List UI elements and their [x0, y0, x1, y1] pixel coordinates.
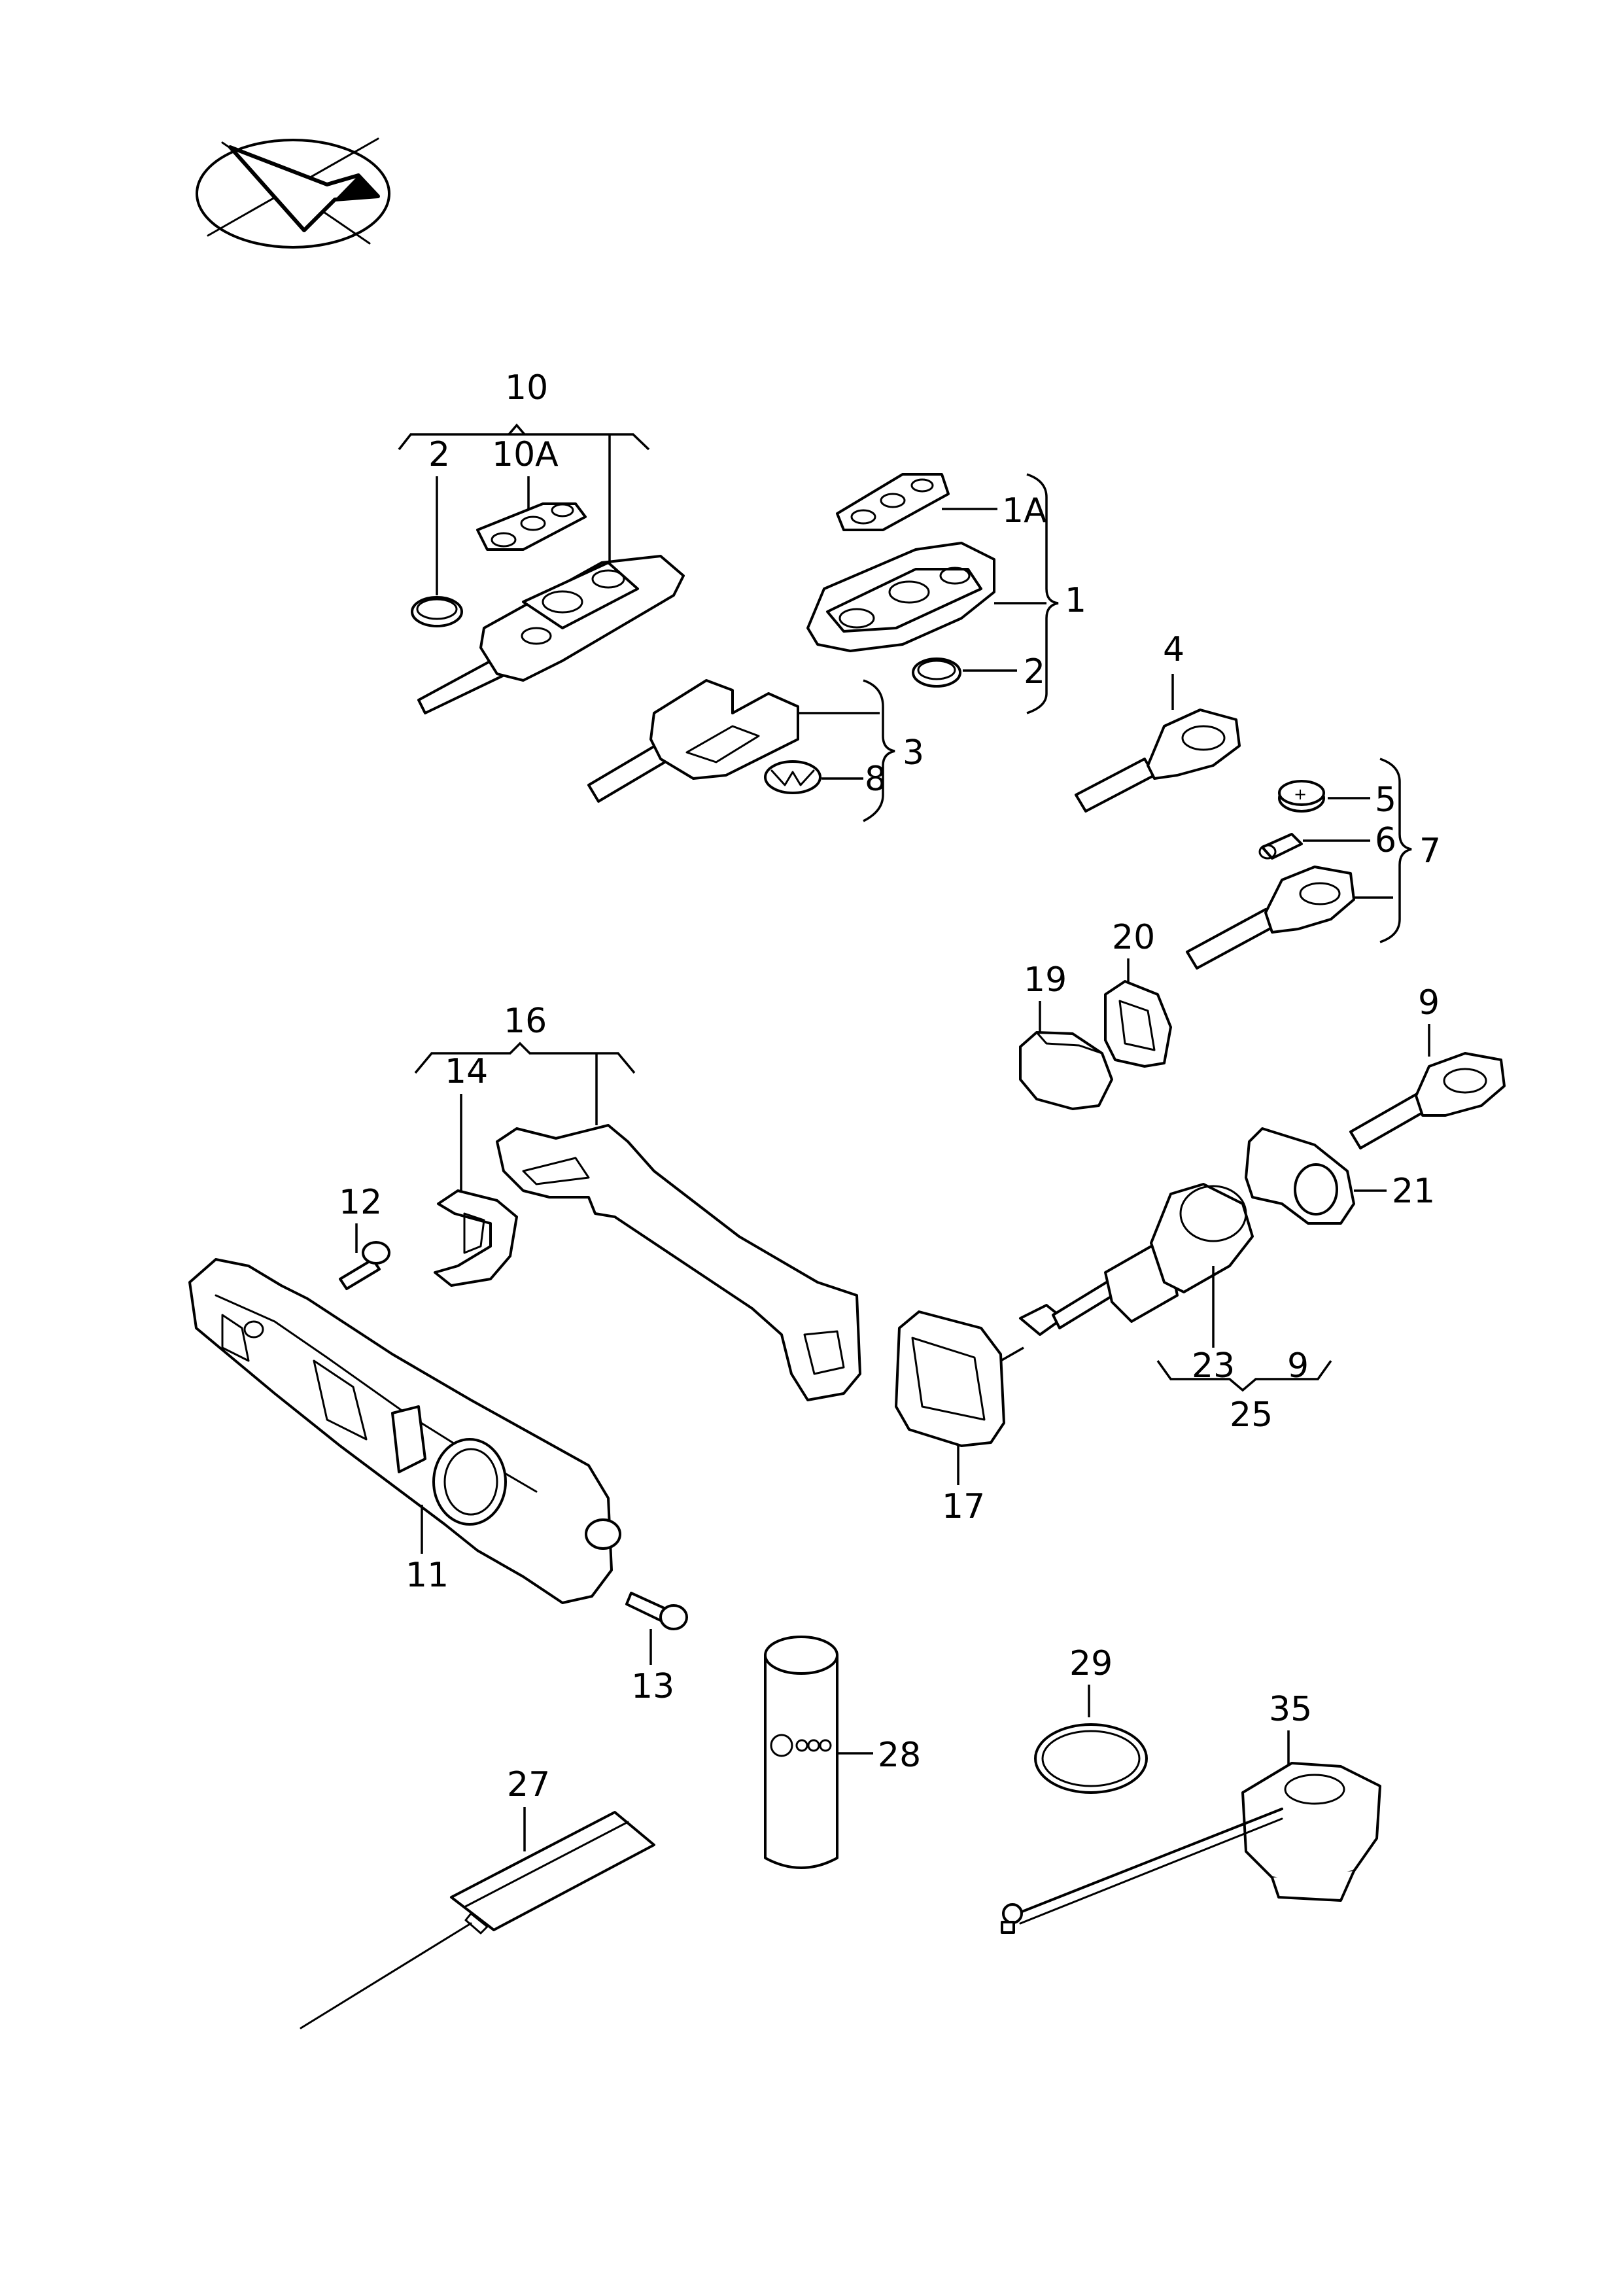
orientation-symbol-icon [196, 137, 390, 249]
screw-13 [625, 1592, 688, 1630]
battery-coin-cell-2 [411, 596, 463, 627]
key-9 [1349, 1052, 1506, 1149]
callout-7: 7 [1419, 832, 1441, 871]
callout-29: 29 [1069, 1644, 1113, 1683]
fuel-cap-35 [1001, 1762, 1381, 1934]
remote-key-fob-1 [806, 542, 995, 652]
callout-3: 3 [903, 733, 924, 773]
brace-3 [863, 679, 895, 822]
callout-35: 35 [1269, 1690, 1312, 1729]
key-4 [1075, 709, 1241, 813]
bracket-16 [414, 1042, 636, 1074]
callout-21: 21 [1392, 1172, 1435, 1211]
key-7 [1186, 866, 1355, 970]
callout-16: 16 [504, 1002, 547, 1041]
callout-14: 14 [445, 1052, 488, 1091]
screw-12 [339, 1241, 390, 1290]
lubricant-can-28 [764, 1636, 838, 1869]
o-ring-29 [1034, 1723, 1148, 1794]
key-10a-button-pad [476, 502, 587, 551]
bracket-25 [1156, 1359, 1332, 1392]
adhesive-strip-27 [300, 1811, 655, 2029]
battery-5: + [1278, 780, 1325, 813]
trim-frame-20 [1104, 980, 1172, 1068]
callout-10a: 10A [492, 435, 559, 474]
callout-27: 27 [507, 1765, 550, 1804]
cover-cap-19 [1019, 1031, 1113, 1110]
callout-5: 5 [1375, 780, 1396, 820]
handle-carrier-11 [188, 1258, 621, 1604]
callout-19: 19 [1024, 960, 1067, 1000]
lock-cylinder-23 [1019, 1183, 1254, 1336]
gasket-17 [895, 1310, 1005, 1447]
seal-14 [434, 1189, 518, 1287]
door-handle-16 [496, 1124, 861, 1401]
battery-coin-cell-2b [912, 657, 961, 688]
callout-11: 11 [406, 1556, 449, 1595]
lock-housing-21 [1245, 1127, 1355, 1225]
callout-2-right: 2 [1024, 652, 1045, 692]
callout-1a: 1A [1002, 491, 1047, 531]
brace-7 [1379, 758, 1412, 943]
callout-12: 12 [339, 1183, 382, 1222]
svg-text:+: + [1294, 785, 1307, 803]
vw-emblem-8 [764, 760, 821, 794]
flip-key-10 [417, 555, 685, 714]
bracket-10 [398, 423, 650, 451]
callout-10: 10 [505, 368, 548, 408]
callout-25: 25 [1230, 1395, 1273, 1435]
callout-28: 28 [878, 1736, 921, 1775]
callout-13: 13 [631, 1667, 674, 1706]
key-1a-button-pad [836, 473, 950, 531]
callout-1: 1 [1065, 581, 1086, 620]
transponder-6 [1258, 833, 1303, 860]
key-blade-housing-3 [587, 679, 799, 803]
callout-20: 20 [1112, 918, 1155, 957]
callout-17: 17 [942, 1487, 985, 1526]
callout-2-top: 2 [428, 435, 450, 474]
callout-9-right: 9 [1418, 983, 1440, 1023]
callout-6: 6 [1375, 821, 1396, 860]
brace-1 [1026, 473, 1059, 714]
callout-4: 4 [1163, 630, 1184, 669]
